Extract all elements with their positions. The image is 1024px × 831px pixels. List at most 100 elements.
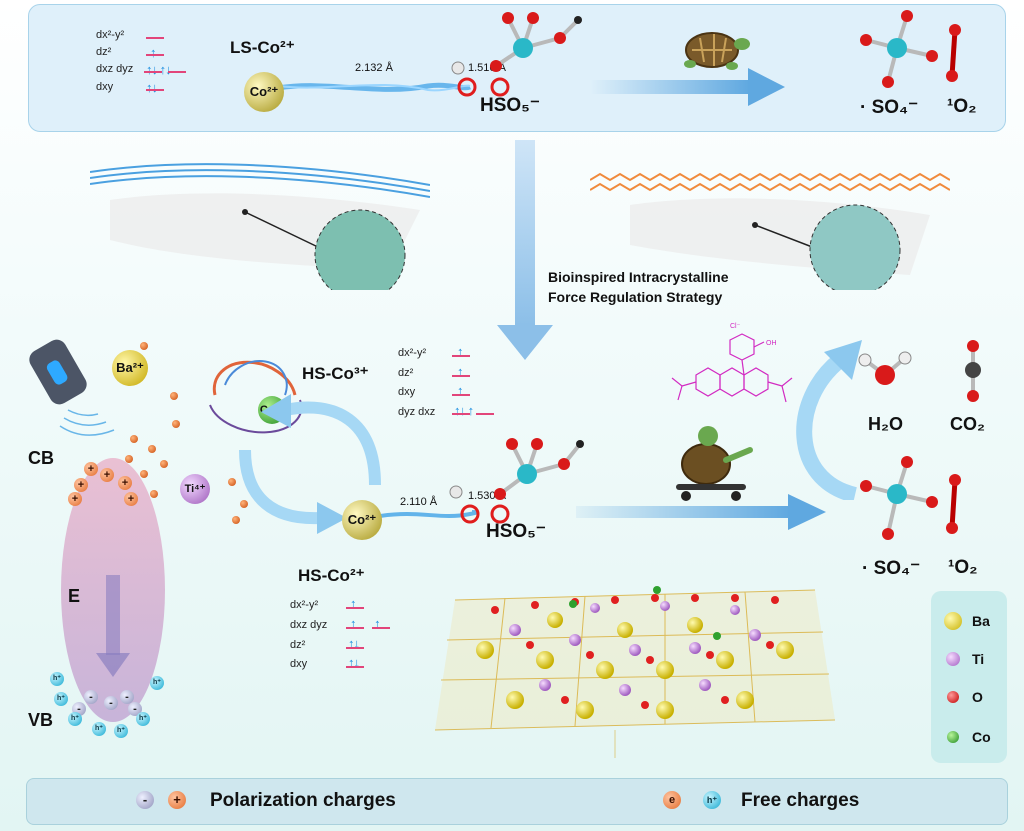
so4-label-top: · SO₄⁻ bbox=[860, 97, 919, 118]
electron bbox=[170, 392, 178, 400]
so4-label-middle: · SO₄⁻ bbox=[862, 558, 921, 579]
ls-co2-title: LS-Co²⁺ bbox=[230, 38, 295, 57]
orbital-arrows: ↑ bbox=[457, 344, 464, 359]
degradation-arrow bbox=[796, 340, 862, 500]
hole-charge: h⁺ bbox=[136, 712, 150, 726]
orbital-arrows: ↑↓ ↑↓ bbox=[146, 62, 172, 77]
bond-length-co-o-middle: 2.110 Å bbox=[400, 496, 438, 508]
orbital-arrows: ↑ bbox=[457, 364, 464, 379]
dye-group: OH bbox=[766, 340, 777, 347]
hso5-label-middle: HSO₅⁻ bbox=[486, 521, 546, 542]
co2-ion-top: Co²⁺ bbox=[244, 72, 284, 112]
negative-charge: - bbox=[84, 690, 98, 704]
top-panel bbox=[28, 4, 1006, 132]
cb-label: CB bbox=[28, 448, 54, 468]
orbital-arrows: ↑↓ bbox=[146, 80, 158, 95]
free-electron-symbol: e bbox=[663, 791, 681, 809]
so4-radical-middle bbox=[860, 456, 961, 540]
hso5-molecule-top bbox=[490, 12, 582, 72]
hso5-molecule-middle bbox=[494, 438, 584, 500]
o2-label-middle: ¹O₂ bbox=[948, 557, 978, 578]
electron bbox=[240, 500, 248, 508]
products-molecules bbox=[858, 340, 981, 402]
field-label: E bbox=[68, 586, 81, 606]
dye-molecule bbox=[671, 333, 793, 403]
legend-label-ti: Ti bbox=[972, 651, 985, 667]
electron bbox=[228, 478, 236, 486]
positive-charge: + bbox=[124, 492, 138, 506]
orbital-label: dx²-y² bbox=[96, 29, 125, 41]
middle-reaction-arrow bbox=[576, 494, 826, 530]
electron bbox=[172, 420, 180, 428]
orbital-label: dz² bbox=[290, 639, 306, 651]
positive-charge: + bbox=[100, 468, 114, 482]
orbital-label: dxz dyz bbox=[290, 619, 328, 631]
co2-label: CO₂ bbox=[950, 414, 985, 434]
legend-swatch-o bbox=[947, 691, 959, 703]
orbital-label: dx²-y² bbox=[290, 599, 319, 611]
fish-scales-cool bbox=[90, 163, 430, 290]
negative-charge: - bbox=[104, 696, 118, 710]
legend-label-co: Co bbox=[972, 729, 991, 745]
dye-anion: Cl⁻ bbox=[730, 323, 741, 330]
redox-cycle-arrows bbox=[239, 394, 381, 534]
legend-label-o: O bbox=[972, 689, 983, 705]
electron bbox=[148, 445, 156, 453]
free-hole-symbol: h⁺ bbox=[703, 791, 721, 809]
vb-label: VB bbox=[28, 710, 54, 730]
middle-bond-graphic bbox=[379, 485, 510, 524]
legend-swatch-ba bbox=[944, 612, 962, 630]
orbital-levels bbox=[346, 607, 390, 668]
turtle-skateboard-icon bbox=[676, 426, 753, 501]
fish-scales-warm bbox=[590, 172, 950, 290]
orbital-levels bbox=[452, 355, 494, 415]
polarization-negative-symbol: - bbox=[136, 791, 154, 809]
positive-charge: + bbox=[84, 462, 98, 476]
turtle-slow-icon bbox=[684, 32, 750, 70]
strategy-line1: Bioinspired Intracrystalline bbox=[548, 269, 729, 285]
hole-charge: h⁺ bbox=[114, 724, 128, 738]
orbital-label: dz² bbox=[96, 46, 112, 58]
ba-ion: Ba²⁺ bbox=[112, 350, 148, 386]
legend-swatch-co bbox=[947, 731, 959, 743]
electron bbox=[125, 455, 133, 463]
electron bbox=[150, 490, 158, 498]
hole-charge: h⁺ bbox=[150, 676, 164, 690]
negative-charge: - bbox=[120, 690, 134, 704]
so4-radical-top bbox=[860, 10, 961, 88]
orbital-label: dx²-y² bbox=[398, 347, 427, 359]
ti-ion: Ti⁴⁺ bbox=[180, 474, 210, 504]
strategy-line2: Force Regulation Strategy bbox=[548, 289, 723, 305]
hso5-label-top: HSO₅⁻ bbox=[480, 95, 540, 116]
orbital-label: dxy bbox=[96, 81, 114, 93]
top-bond-graphic bbox=[277, 61, 510, 97]
bond-length-co-o: 2.132 Å bbox=[355, 62, 393, 74]
strategy-arrow bbox=[497, 140, 553, 360]
electron bbox=[140, 470, 148, 478]
positive-charge: + bbox=[74, 478, 88, 492]
electron bbox=[232, 516, 240, 524]
electron bbox=[130, 435, 138, 443]
electron bbox=[160, 460, 168, 468]
hs-co2-title: HS-Co²⁺ bbox=[298, 566, 365, 585]
ultrasound-probe-icon bbox=[29, 339, 115, 436]
polarization-positive-symbol: + bbox=[168, 791, 186, 809]
orbital-levels bbox=[144, 37, 186, 91]
top-reaction-arrow bbox=[590, 68, 785, 106]
co2-ion-middle: Co²⁺ bbox=[342, 500, 382, 540]
atom-legend bbox=[931, 591, 1007, 763]
orbital-label: dyz dxz bbox=[398, 406, 436, 418]
crystal-lattice bbox=[434, 586, 836, 758]
polarization-ellipse bbox=[61, 458, 165, 722]
orbital-arrows: ↑ bbox=[150, 45, 157, 60]
orbital-label: dxy bbox=[290, 658, 308, 670]
orbital-arrows: ↑ bbox=[457, 383, 464, 398]
orbital-arrows: ↑ bbox=[350, 596, 357, 611]
hole-charge: h⁺ bbox=[54, 692, 68, 706]
positive-charge: + bbox=[68, 492, 82, 506]
positive-charge: + bbox=[118, 476, 132, 490]
hs-co3-title: HS-Co³⁺ bbox=[302, 364, 369, 383]
hole-charge: h⁺ bbox=[50, 672, 64, 686]
hole-charge: h⁺ bbox=[68, 712, 82, 726]
o2-label-top: ¹O₂ bbox=[947, 96, 977, 117]
